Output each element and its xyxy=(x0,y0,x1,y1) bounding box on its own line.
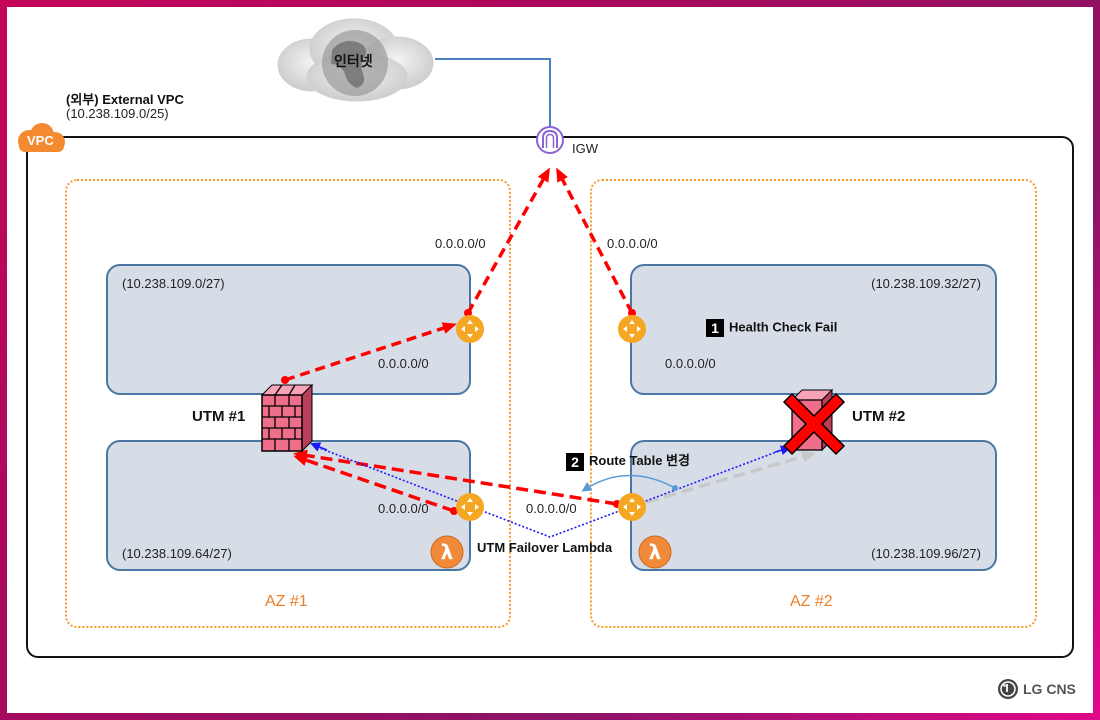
diagram-canvas: 인터넷 (외부) External VPC (10.238.109.0/25) … xyxy=(7,7,1093,713)
az-1-public-subnet-cidr: (10.238.109.0/27) xyxy=(122,276,225,291)
failure-x-icon xyxy=(782,392,846,456)
internet-igw-link xyxy=(435,58,551,127)
az-1-igw-route-label: 0.0.0.0/0 xyxy=(435,236,486,251)
az-2-utm-route-label: 0.0.0.0/0 xyxy=(665,356,716,371)
az-2-private-route-label: 0.0.0.0/0 xyxy=(526,501,577,516)
az-1-public-subnet: (10.238.109.0/27) xyxy=(106,264,471,395)
route-origin-dot xyxy=(628,309,636,317)
az-2-igw-route-label: 0.0.0.0/0 xyxy=(607,236,658,251)
route-origin-dot xyxy=(450,507,458,515)
router-icon xyxy=(456,493,484,521)
az-1-route-to-igw xyxy=(466,167,550,314)
lambda-icon: λ xyxy=(430,535,464,569)
lambda-control-path xyxy=(316,446,788,538)
az-2-route-to-igw xyxy=(556,167,634,314)
vpc-badge: VPC xyxy=(15,122,67,154)
company-logo-text: LG CNS xyxy=(1023,681,1076,697)
router-icon xyxy=(618,315,646,343)
connections-layer: λ λ xyxy=(260,58,1018,699)
az-1-private-route-label: 0.0.0.0/0 xyxy=(378,501,429,516)
az-2-public-subnet: (10.238.109.32/27) xyxy=(630,264,997,395)
step-2-label: 2 Route Table 변경 xyxy=(566,450,690,471)
internet-label: 인터넷 xyxy=(334,53,373,69)
az-2-private-subnet-cidr: (10.238.109.96/27) xyxy=(871,546,981,561)
lg-logo-icon xyxy=(998,679,1018,699)
svg-text:λ: λ xyxy=(441,540,454,564)
lambda-to-utm-1-arrow xyxy=(310,442,328,452)
vpc-cloud-icon xyxy=(18,123,65,152)
utm-1-label: UTM #1 xyxy=(192,408,246,425)
internet-cloud: 인터넷 xyxy=(272,15,437,103)
step-2-text: Route Table 변경 xyxy=(589,453,690,468)
lambda-icon: λ xyxy=(638,535,672,569)
az-1-boundary xyxy=(65,179,511,628)
az-1-utm-route-label: 0.0.0.0/0 xyxy=(378,356,429,371)
vpc-title: (외부) External VPC xyxy=(66,92,184,107)
route-origin-dot xyxy=(281,376,289,384)
svg-text:λ: λ xyxy=(649,540,662,564)
step-1-text: Health Check Fail xyxy=(729,319,838,335)
az-2-label: AZ #2 xyxy=(790,593,833,610)
step-2-badge: 2 xyxy=(566,452,584,471)
az-1-private-subnet-cidr: (10.238.109.64/27) xyxy=(122,546,232,561)
route-change-arc xyxy=(581,474,676,492)
utm-1-to-public-router xyxy=(284,322,457,382)
utm-2-label: UTM #2 xyxy=(852,408,906,425)
internet-gateway-icon xyxy=(536,126,564,154)
vpc-cidr: (10.238.109.0/25) xyxy=(66,106,169,121)
router-icon xyxy=(456,315,484,343)
globe-cloud-icon xyxy=(277,18,434,102)
step-1-label: 1 Health Check Fail xyxy=(706,319,837,337)
az-2-inactive-route-to-utm-2 xyxy=(646,451,816,504)
vpc-badge-label: VPC xyxy=(27,133,54,148)
router-icon xyxy=(618,493,646,521)
az-2-public-subnet-cidr: (10.238.109.32/27) xyxy=(871,276,981,291)
az-2-boundary xyxy=(590,179,1037,628)
az-1-label: AZ #1 xyxy=(265,593,308,610)
step-1-badge: 1 xyxy=(706,319,724,337)
route-change-arc-origin xyxy=(672,485,678,491)
az-2-private-route-to-utm-1 xyxy=(293,449,618,506)
firewall-icon xyxy=(260,383,314,453)
az-1-private-route-to-utm-1 xyxy=(293,454,455,513)
igw-label: IGW xyxy=(572,141,598,156)
lambda-label: UTM Failover Lambda xyxy=(477,540,613,555)
